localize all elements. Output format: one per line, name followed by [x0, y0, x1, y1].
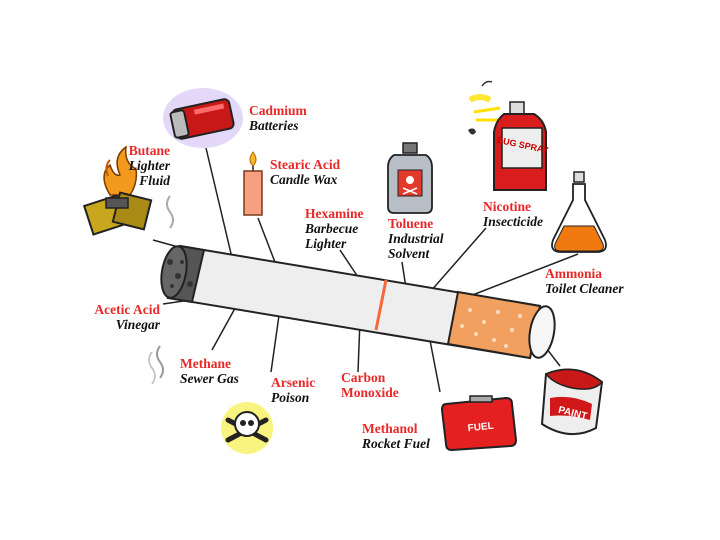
chemical-name: Acetic Acid: [94, 302, 160, 317]
label-butane: Butane Lighter Fluid: [120, 143, 170, 188]
chemical-name: Methanol: [362, 421, 418, 436]
label-stearic-acid: Stearic Acid Candle Wax: [270, 157, 340, 187]
chemical-name: Arsenic: [271, 375, 316, 390]
label-hexamine: Hexamine Barbecue Lighter: [305, 206, 364, 251]
label-methane: Methane Sewer Gas: [180, 356, 239, 386]
common-use: Toilet Cleaner: [545, 281, 624, 296]
common-use: Rocket Fuel: [362, 436, 430, 451]
smoke-icon: [148, 345, 164, 385]
poison-bottle-icon: [387, 142, 433, 214]
common-use-line-1: Barbecue: [305, 221, 359, 236]
lighter-icon: [82, 145, 174, 236]
label-arsenic: Arsenic Poison: [271, 375, 315, 405]
battery-icon: [163, 88, 243, 148]
common-use: Vinegar: [115, 317, 160, 332]
flask-icon: [551, 171, 607, 253]
chemical-name: Nicotine: [483, 199, 531, 214]
common-use: Insecticide: [483, 214, 543, 229]
bug-spray-icon: BUG SPRAY: [468, 80, 549, 191]
chemical-name: Methane: [180, 356, 231, 371]
common-use: Batteries: [249, 118, 299, 133]
label-nicotine: Nicotine Insecticide: [483, 199, 543, 229]
common-use: Candle Wax: [270, 172, 338, 187]
chemical-name: Ammonia: [545, 266, 602, 281]
common-use-line-2: Fluid: [139, 173, 170, 188]
paint-can-icon: PAINT: [540, 368, 604, 435]
common-use: Sewer Gas: [180, 371, 239, 386]
label-cadmium: Cadmium Batteries: [249, 103, 307, 133]
chemical-name-line-2: Monoxide: [341, 385, 399, 400]
common-use: Poison: [271, 390, 310, 405]
label-carbon-monoxide: Carbon Monoxide: [341, 370, 399, 400]
label-methanol: Methanol Rocket Fuel: [362, 421, 430, 451]
fuel-can-icon: FUEL: [440, 395, 518, 452]
chemical-name: Cadmium: [249, 103, 307, 118]
common-use-line-2: Solvent: [388, 246, 430, 261]
label-ammonia: Ammonia Toilet Cleaner: [545, 266, 624, 296]
fuel-can-label: FUEL: [467, 421, 494, 435]
label-toluene: Toluene Industrial Solvent: [388, 216, 444, 261]
common-use-line-2: Lighter: [305, 236, 347, 251]
skull-crossbones-icon: [221, 402, 273, 454]
common-use-line-1: Industrial: [388, 231, 444, 246]
common-use-line-1: Lighter: [128, 158, 170, 173]
chemical-name: Hexamine: [305, 206, 364, 221]
cigarette: [160, 244, 556, 360]
chemical-name: Toluene: [388, 216, 434, 231]
label-acetic-acid: Acetic Acid Vinegar: [88, 302, 160, 332]
candle-icon: [243, 151, 263, 216]
chemical-name-line-1: Carbon: [341, 370, 386, 385]
chemical-name: Stearic Acid: [270, 157, 341, 172]
chemical-name: Butane: [128, 143, 170, 158]
